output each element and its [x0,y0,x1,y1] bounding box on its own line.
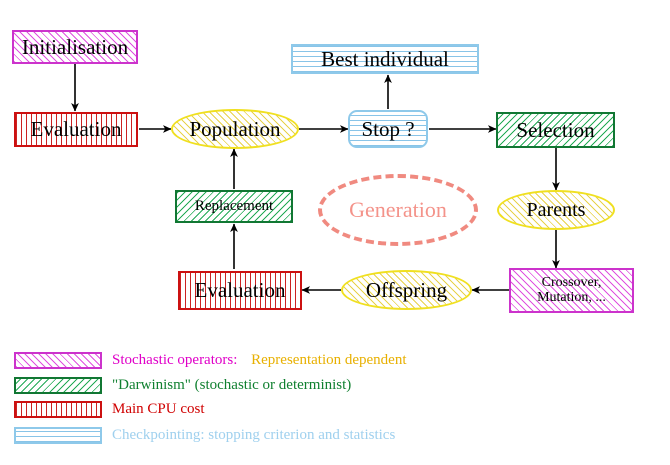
node-replacement[interactable]: Replacement [175,190,293,223]
legend-label-darwinism-text: "Darwinism" (stochastic or determinist) [112,377,352,393]
node-initialisation-label: Initialisation [21,34,129,59]
node-evaluation-bottom[interactable]: Evaluation [178,271,302,310]
legend-label-stochastic-operator-suffix: Representation dependent [251,352,407,368]
legend-swatch-stochastic-operator [14,352,102,369]
node-generation-label: Generation [349,197,447,223]
legend-label-stochastic-operator-text: Stochastic operators: [112,352,238,368]
node-variation-label-line1: Crossover, [541,274,602,290]
node-best-individual-label: Best individual [321,46,449,71]
node-generation-annotation: Generation [318,174,478,246]
node-evaluation-top[interactable]: Evaluation [14,112,138,147]
node-replacement-label: Replacement [194,197,274,214]
node-selection-label: Selection [516,117,595,142]
legend-label-main-cpu-cost-text: Main CPU cost [112,401,205,417]
node-variation-label-line2: Mutation, ... [537,289,606,305]
node-variation[interactable]: Crossover, Mutation, ... [509,268,634,313]
node-stop[interactable]: Stop ? [348,110,428,148]
legend-label-checkpointing: Checkpointing: stopping criterion and st… [112,427,395,444]
legend-swatch-main-cpu-cost [14,401,102,418]
legend-swatch-darwinism [14,377,102,394]
legend-swatch-checkpointing [14,427,102,444]
legend-label-main-cpu-cost: Main CPU cost [112,401,205,418]
node-population-label: Population [189,116,281,141]
node-stop-label: Stop ? [361,116,415,141]
legend-label-stochastic-operator: Stochastic operators: Representation dep… [112,352,407,369]
node-offspring[interactable]: Offspring [341,270,472,310]
legend-label-darwinism: "Darwinism" (stochastic or determinist) [112,377,351,394]
node-initialisation[interactable]: Initialisation [12,30,138,64]
node-parents-label: Parents [526,198,586,221]
node-evaluation-top-label: Evaluation [30,117,122,142]
node-evaluation-bottom-label: Evaluation [194,278,286,303]
node-selection[interactable]: Selection [496,112,615,148]
node-offspring-label: Offspring [365,277,448,302]
legend-label-checkpointing-text: Checkpointing: stopping criterion and st… [112,427,396,443]
node-population[interactable]: Population [171,109,299,149]
node-best-individual[interactable]: Best individual [291,44,479,74]
node-parents[interactable]: Parents [497,190,615,230]
